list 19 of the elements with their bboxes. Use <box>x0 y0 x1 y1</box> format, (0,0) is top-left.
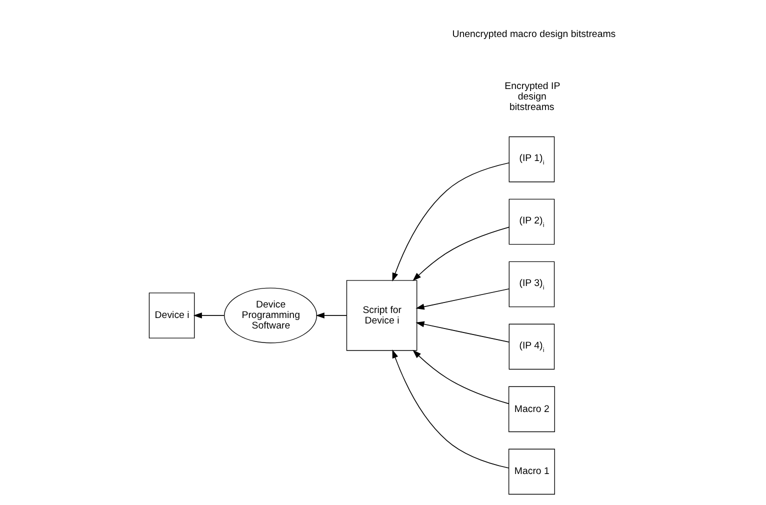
arrow <box>412 349 510 404</box>
label: Encrypted IP design bitstreams <box>504 80 560 112</box>
arrow <box>193 312 224 318</box>
node-box: Script for Device i <box>346 280 418 350</box>
node-box: (IP 1)$_{i}$ <box>508 136 555 182</box>
node-box: Macro 1 <box>508 448 555 494</box>
label: Unencrypted macro design bitstreams <box>452 28 616 40</box>
node-box: Device i <box>148 292 195 338</box>
arrow <box>316 312 348 318</box>
arrow <box>392 348 510 468</box>
arrow <box>412 226 510 281</box>
node-ellipse: Device Programming Software <box>224 287 318 343</box>
arrow <box>392 162 510 281</box>
arrow <box>416 288 510 310</box>
node-box: (IP 4)$_{i}$ <box>508 323 555 370</box>
node-box: (IP 3)$_{i}$ <box>508 260 555 307</box>
arrow <box>416 320 510 342</box>
node-box: Macro 2 <box>508 386 555 432</box>
node-box: (IP 2)$_{i}$ <box>508 198 555 244</box>
